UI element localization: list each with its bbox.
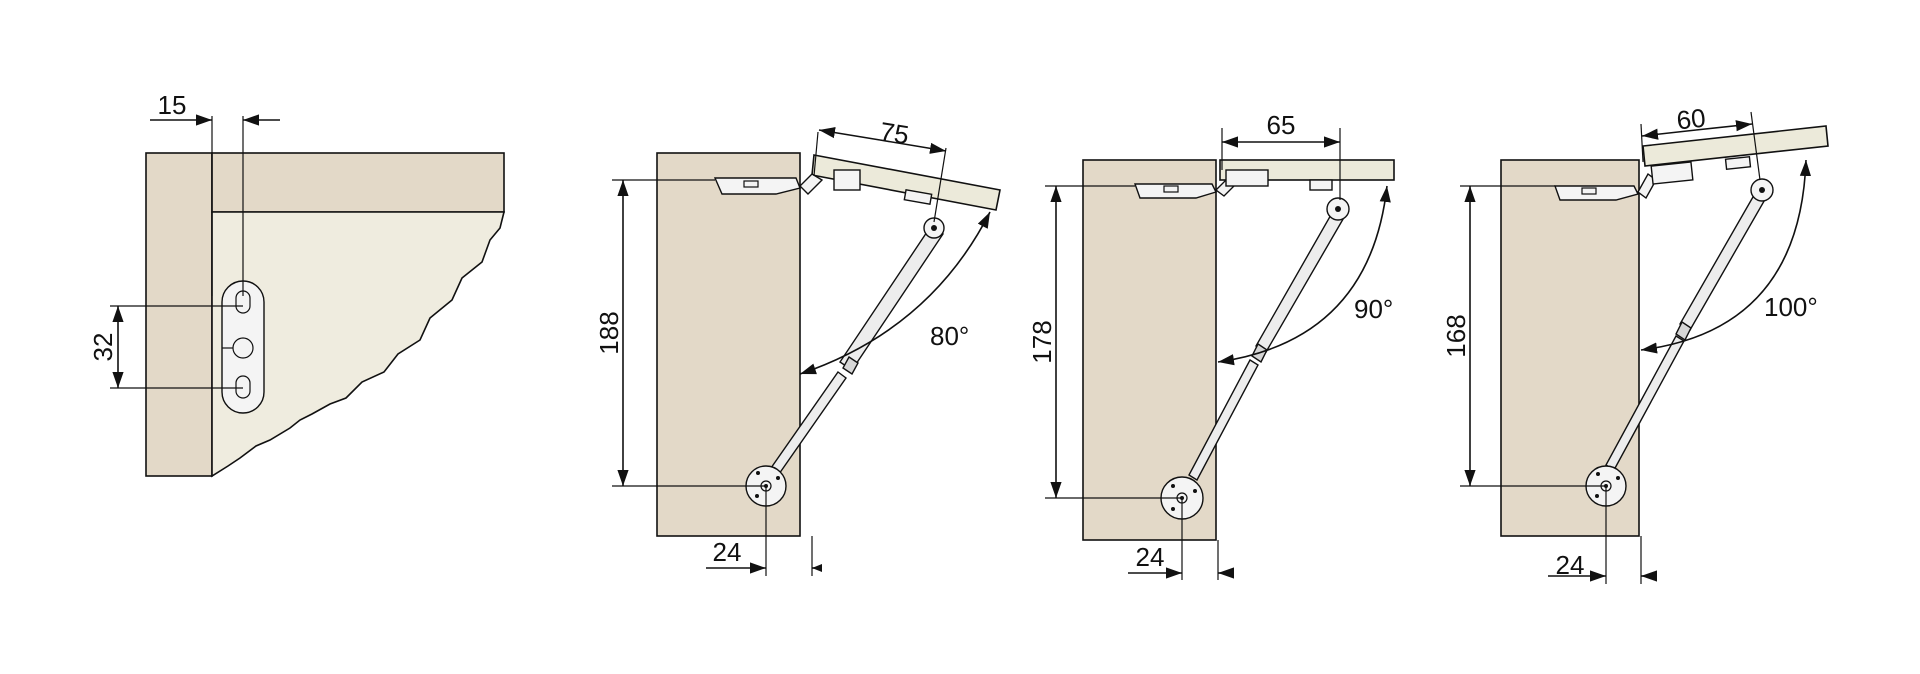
- arm-length-label: 65: [1267, 110, 1296, 140]
- door-mount-plate: [1650, 161, 1694, 185]
- arm-length-label: 75: [878, 116, 911, 150]
- mount-height-label: 188: [594, 311, 624, 354]
- door-mount-plate: [833, 169, 861, 191]
- gas-strut-cylinder: [1679, 189, 1768, 331]
- gas-strut-cylinder: [1255, 204, 1347, 353]
- mount-height-label: 168: [1441, 314, 1471, 357]
- hinge-diagram-80: 80° 75 188 24: [594, 116, 1001, 576]
- opening-angle-arc: [1217, 185, 1391, 366]
- pivot-offset-label: 24: [713, 537, 742, 567]
- door-mount-plate: [1225, 169, 1269, 187]
- cabinet-side-panel: [145, 152, 213, 477]
- detail-offset-label: 15: [158, 90, 187, 120]
- pivot-offset-label: 24: [1136, 542, 1165, 572]
- lower-slot-hole: [235, 375, 251, 399]
- opening-angle-label: 80°: [930, 321, 969, 351]
- detail-spacing-label: 32: [88, 333, 118, 362]
- cabinet-interior-cutaway: [211, 211, 506, 478]
- hinge-arm: [799, 173, 824, 195]
- opening-angle-label: 90°: [1354, 294, 1393, 324]
- mount-height-label: 178: [1027, 320, 1057, 363]
- opening-angle-arc: [799, 211, 991, 375]
- opening-angle-arc: [1640, 159, 1812, 354]
- mounting-plate: [221, 280, 265, 414]
- hinge-diagram-90: 90° 65 178 24: [1027, 110, 1395, 580]
- hinge-bracket: [1134, 183, 1217, 199]
- mounting-detail-view: 15 32: [88, 90, 506, 478]
- open-door: [811, 154, 1001, 211]
- arm-length-label: 60: [1675, 103, 1707, 136]
- opening-angle-label: 100°: [1764, 292, 1818, 322]
- cabinet-top-panel: [211, 152, 505, 213]
- open-door: [1642, 125, 1829, 167]
- pivot-offset-label: 24: [1556, 550, 1585, 580]
- hinge-diagram-100: 100° 60 168 24: [1441, 103, 1829, 584]
